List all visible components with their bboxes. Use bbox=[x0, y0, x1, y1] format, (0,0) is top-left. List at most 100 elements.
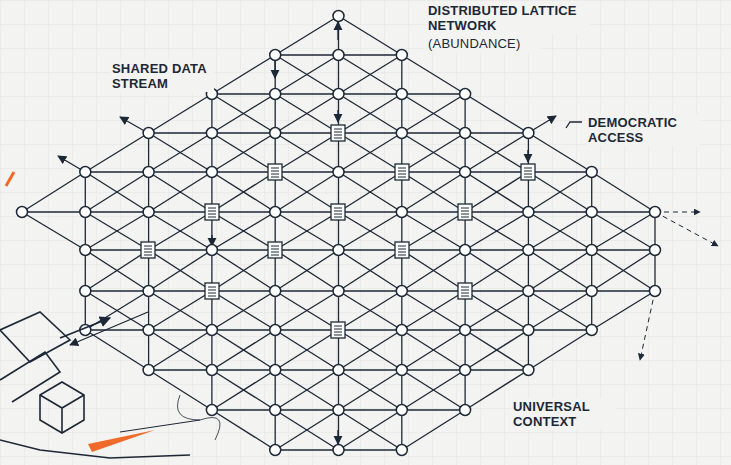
lattice-link bbox=[402, 291, 465, 330]
lattice-link bbox=[339, 133, 402, 172]
lattice-link bbox=[339, 55, 402, 94]
lattice-link bbox=[592, 172, 655, 212]
lattice-node bbox=[523, 207, 534, 218]
lattice-link bbox=[275, 212, 338, 250]
lattice-link bbox=[275, 211, 338, 212]
lattice-node bbox=[523, 286, 534, 297]
lattice-link bbox=[149, 212, 212, 250]
lattice-link bbox=[212, 133, 275, 172]
lattice-link bbox=[275, 409, 338, 410]
lattice-link bbox=[275, 94, 338, 133]
lattice-link bbox=[149, 291, 212, 330]
lattice-link bbox=[149, 171, 212, 172]
lattice-node bbox=[586, 245, 597, 256]
lattice-node bbox=[586, 286, 597, 297]
lattice-link bbox=[212, 211, 275, 212]
lattice-link bbox=[402, 409, 465, 410]
accent-stroke bbox=[88, 430, 155, 452]
lattice-link bbox=[465, 94, 528, 133]
lattice-node bbox=[523, 325, 534, 336]
lattice-link bbox=[402, 94, 465, 133]
lattice-node bbox=[270, 207, 281, 218]
lattice-link bbox=[212, 370, 275, 410]
lattice-node bbox=[270, 89, 281, 100]
lattice-node bbox=[460, 128, 471, 139]
lattice-link bbox=[339, 370, 402, 410]
flow-arrow bbox=[527, 150, 528, 162]
lattice-link bbox=[339, 54, 402, 55]
lattice-link bbox=[528, 211, 591, 212]
lattice-node bbox=[650, 207, 661, 218]
lattice-node bbox=[396, 365, 407, 376]
lattice-link bbox=[149, 133, 212, 172]
lattice-node bbox=[586, 207, 597, 218]
lattice-link bbox=[402, 249, 465, 250]
lattice-link bbox=[149, 249, 212, 250]
lattice-link bbox=[465, 329, 528, 330]
lattice-node bbox=[80, 207, 91, 218]
lattice bbox=[17, 11, 719, 456]
lattice-link bbox=[339, 172, 402, 212]
lattice-link bbox=[275, 291, 338, 330]
lattice-node bbox=[206, 167, 217, 178]
lattice-link bbox=[339, 212, 402, 250]
lattice-link bbox=[275, 449, 338, 450]
leader-line bbox=[566, 122, 582, 128]
lattice-link bbox=[465, 291, 528, 330]
lattice-node bbox=[523, 365, 534, 376]
lattice-link bbox=[402, 172, 465, 212]
lattice-node bbox=[143, 286, 154, 297]
lattice-link bbox=[85, 211, 148, 212]
lattice-link bbox=[149, 250, 212, 291]
lattice-node bbox=[206, 405, 217, 416]
lattice-link bbox=[339, 369, 402, 370]
lattice-link bbox=[528, 249, 591, 250]
lattice-node bbox=[333, 405, 344, 416]
annotation-label: DISTRIBUTED LATTICE NETWORK bbox=[426, 2, 590, 34]
lattice-link bbox=[85, 172, 148, 212]
lattice-node bbox=[143, 207, 154, 218]
lattice-link bbox=[275, 370, 338, 410]
lattice-link bbox=[402, 211, 465, 212]
lattice-link bbox=[275, 410, 338, 450]
lattice-link bbox=[275, 93, 338, 94]
lattice-link bbox=[85, 249, 148, 250]
lattice-node bbox=[650, 286, 661, 297]
lattice-node bbox=[333, 365, 344, 376]
lattice-link bbox=[212, 133, 275, 172]
lattice-link bbox=[528, 212, 591, 250]
lattice-link bbox=[212, 330, 275, 370]
lattice-link bbox=[85, 171, 148, 172]
lattice-link bbox=[339, 250, 402, 291]
lattice-node bbox=[460, 167, 471, 178]
lattice-link bbox=[402, 291, 465, 330]
lattice-node bbox=[143, 325, 154, 336]
lattice-node bbox=[396, 128, 407, 139]
lattice-node bbox=[460, 89, 471, 100]
lattice-link bbox=[402, 133, 465, 172]
lattice-link bbox=[275, 16, 338, 55]
dashed-arrow bbox=[655, 212, 718, 246]
lattice-node bbox=[396, 50, 407, 61]
lattice-node bbox=[333, 50, 344, 61]
lattice-node bbox=[80, 286, 91, 297]
lattice-link bbox=[275, 250, 338, 291]
lattice-link bbox=[339, 449, 402, 450]
lattice-link bbox=[149, 369, 212, 370]
lattice-link bbox=[402, 93, 465, 94]
lattice-node bbox=[333, 286, 344, 297]
lattice-node bbox=[460, 405, 471, 416]
lattice-link bbox=[528, 133, 591, 172]
lattice-node bbox=[396, 207, 407, 218]
document-icon bbox=[331, 125, 345, 141]
lattice-link bbox=[212, 291, 275, 330]
lattice-link bbox=[528, 291, 591, 330]
lattice-node bbox=[206, 325, 217, 336]
lattice-node bbox=[460, 325, 471, 336]
lattice-link bbox=[275, 133, 338, 172]
lattice-link bbox=[528, 172, 591, 212]
lattice-link bbox=[339, 410, 402, 450]
lattice-link bbox=[212, 250, 275, 291]
lattice-node bbox=[586, 167, 597, 178]
lattice-link bbox=[465, 172, 528, 212]
